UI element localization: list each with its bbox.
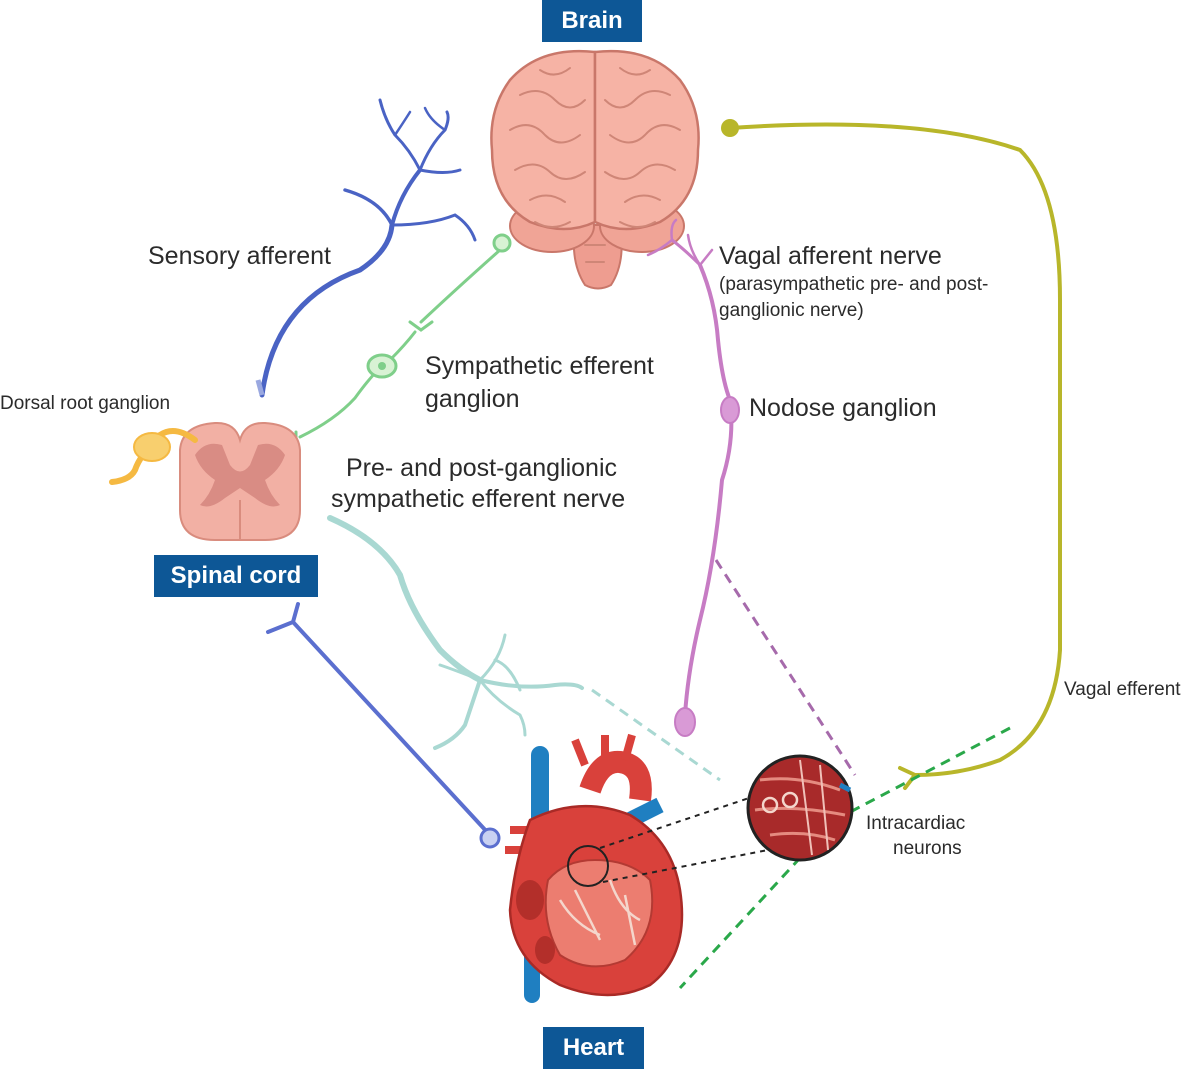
intracardiac-zoom [746, 754, 854, 862]
vagal-afferent-nerve [646, 218, 734, 717]
dorsal-root-ganglion [109, 428, 198, 485]
spinal-heart-terminal [479, 827, 501, 849]
nodose-ganglion-body [720, 396, 740, 424]
vagal-afferent-note-1: (parasympathetic pre- and post- [719, 274, 989, 295]
brain-illustration [490, 49, 700, 290]
vagal-afferent-dashed-link [714, 559, 857, 776]
spinal-cord-illustration [179, 421, 301, 541]
vagal-afferent-end [674, 707, 696, 737]
vagal-afferent-nerve-label: Vagal afferent nerve [719, 242, 942, 270]
vagal-efferent-label: Vagal efferent [1064, 679, 1181, 700]
heart-zoom-source [567, 845, 609, 887]
nodose-ganglion-label: Nodose ganglion [749, 394, 937, 422]
spinal-cord-badge: Spinal cord [154, 555, 318, 597]
sensory-afferent-terminal [255, 379, 265, 396]
sensory-afferent-nerve [259, 98, 477, 398]
pre-post-ganglionic-label-1: Pre- and post-ganglionic [346, 454, 617, 482]
pre-post-ganglionic-label-2: sympathetic efferent nerve [331, 485, 626, 513]
postganglionic-dashed-link [591, 688, 721, 782]
spinal-heart-nerve [266, 602, 490, 835]
vagal-afferent-note-2: ganglionic nerve) [719, 300, 864, 321]
sympathetic-efferent-ganglion-label-2: ganglion [425, 385, 520, 413]
heart-illustration [505, 733, 684, 1003]
vagal-efferent-origin [721, 119, 739, 137]
postganglionic-nerve [327, 515, 584, 750]
sensory-afferent-label: Sensory afferent [148, 242, 331, 270]
zoom-lines [599, 794, 769, 883]
brain-badge: Brain [542, 0, 642, 42]
vagal-efferent-nerve [728, 122, 1062, 790]
sympathetic-nucleus [378, 362, 386, 370]
intracardiac-neurons-label-2: neurons [893, 838, 962, 859]
sympathetic-brain-terminal [492, 233, 512, 253]
sympathetic-efferent-ganglion-label-1: Sympathetic efferent [425, 352, 654, 380]
intracardiac-neurons-label-1: Intracardiac [866, 813, 966, 834]
heart-badge: Heart [543, 1027, 644, 1069]
dorsal-root-ganglion-label: Dorsal root ganglion [0, 393, 171, 414]
